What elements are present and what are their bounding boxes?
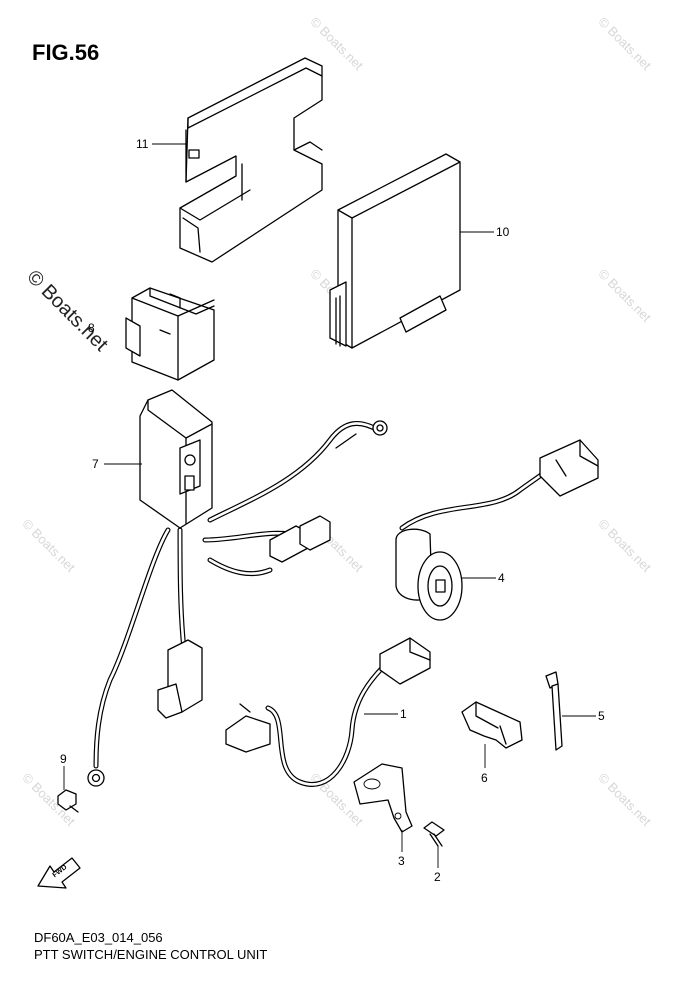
figure-code: DF60A_E03_014_056: [34, 930, 163, 945]
figure-title: FIG.56: [32, 40, 100, 65]
callout-10: 10: [496, 225, 510, 239]
callout-5: 5: [598, 709, 605, 723]
part-2-screw: [423, 821, 445, 847]
part-9-bolt: [57, 789, 79, 813]
callout-2: 2: [434, 870, 441, 884]
callout-4: 4: [498, 571, 505, 585]
fwd-arrow-icon: [37, 857, 81, 889]
callout-9: 9: [60, 752, 67, 766]
part-10-ecu: [329, 153, 461, 349]
figure-caption: PTT SWITCH/ENGINE CONTROL UNIT: [34, 947, 268, 962]
part-3-bracket: [353, 763, 413, 833]
callout-8: 8: [88, 321, 95, 335]
part-8-relay: [125, 287, 215, 381]
callout-6: 6: [481, 771, 488, 785]
callout-3: 3: [398, 854, 405, 868]
callout-7: 7: [92, 457, 99, 471]
leader-lines: [63, 143, 596, 868]
callout-11: 11: [136, 137, 149, 151]
part-4-ptt-switch: [395, 439, 599, 621]
part-7-harness: [87, 389, 388, 787]
part-5-cable-tie: [545, 671, 563, 751]
part-1-cable: [225, 637, 431, 787]
callout-1: 1: [400, 707, 407, 721]
part-11-cover: [179, 57, 323, 263]
part-6-clamp: [461, 701, 523, 749]
